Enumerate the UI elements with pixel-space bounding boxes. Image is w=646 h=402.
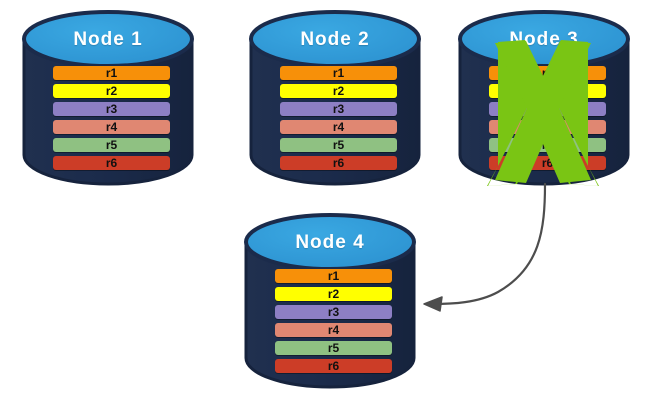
record-bar-r1[interactable]: r1 (280, 66, 397, 80)
record-bar-r3[interactable]: r3 (275, 305, 392, 319)
node-cylinder-3[interactable]: Node 3 r1 r2 r3 r4 r5 r6 (458, 10, 630, 186)
record-bar-r3[interactable]: r3 (489, 102, 606, 116)
node-cylinder-1[interactable]: Node 1 r1 r2 r3 r4 r5 r6 (22, 10, 194, 186)
record-bar-r2[interactable]: r2 (53, 84, 170, 98)
record-bar-r3[interactable]: r3 (53, 102, 170, 116)
record-bar-r5[interactable]: r5 (489, 138, 606, 152)
record-bar-r4[interactable]: r4 (53, 120, 170, 134)
record-bar-r4[interactable]: r4 (275, 323, 392, 337)
record-bar-r4[interactable]: r4 (280, 120, 397, 134)
record-bar-r5[interactable]: r5 (53, 138, 170, 152)
node-cylinder-4[interactable]: Node 4 r1 r2 r3 r4 r5 r6 (244, 213, 416, 389)
record-bar-r3[interactable]: r3 (280, 102, 397, 116)
record-bar-r6[interactable]: r6 (275, 359, 392, 373)
record-bar-r2[interactable]: r2 (280, 84, 397, 98)
node-cylinder-2[interactable]: Node 2 r1 r2 r3 r4 r5 r6 (249, 10, 421, 186)
record-bar-r2[interactable]: r2 (489, 84, 606, 98)
record-bar-r4[interactable]: r4 (489, 120, 606, 134)
record-bar-r5[interactable]: r5 (280, 138, 397, 152)
record-bar-r6[interactable]: r6 (280, 156, 397, 170)
record-bar-r6[interactable]: r6 (489, 156, 606, 170)
record-bar-r1[interactable]: r1 (275, 269, 392, 283)
record-bar-r1[interactable]: r1 (489, 66, 606, 80)
record-bar-r2[interactable]: r2 (275, 287, 392, 301)
record-bar-r5[interactable]: r5 (275, 341, 392, 355)
record-bar-r6[interactable]: r6 (53, 156, 170, 170)
record-bar-r1[interactable]: r1 (53, 66, 170, 80)
